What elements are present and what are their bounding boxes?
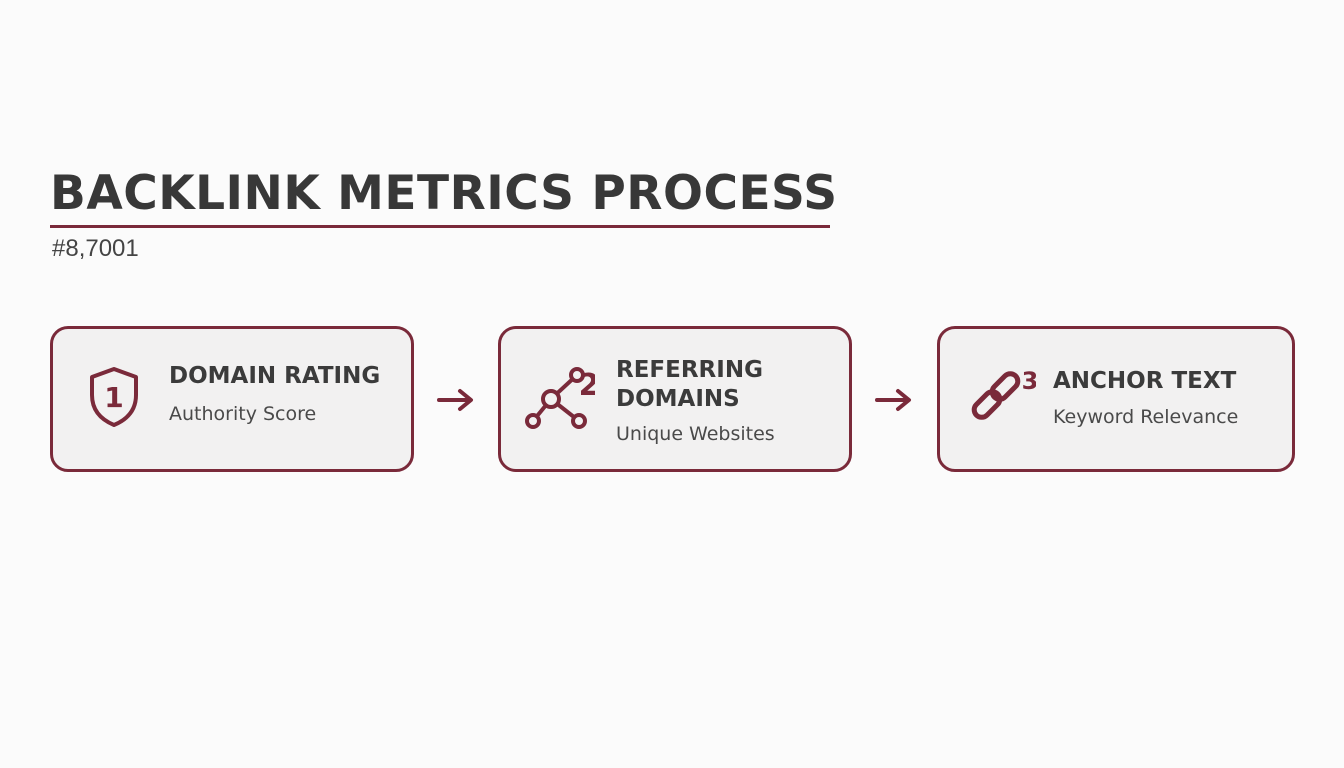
title-underline [50,225,830,228]
step-card-referring-domains: 2 REFERRING DOMAINS Unique Websites [498,326,852,472]
shield-number-icon: 1 [90,367,138,427]
arrow-right-icon [875,389,911,411]
step-badge: 3 [1022,367,1036,395]
step-subtitle: Authority Score [169,403,317,425]
step-subtitle: Unique Websites [616,423,775,445]
step-badge: 2 [579,368,595,403]
step-title: ANCHOR TEXT [1053,368,1237,394]
arrow-right-icon [437,389,473,411]
step-title: DOMAIN RATING [169,363,381,389]
diagram-subtitle: #8,7001 [52,235,139,262]
step-badge: 1 [104,381,123,414]
diagram-title: BACKLINK METRICS PROCESS [50,166,838,221]
step-title: REFERRING DOMAINS [616,357,763,412]
step-subtitle: Keyword Relevance [1053,406,1239,428]
step-card-anchor-text: 3 ANCHOR TEXT Keyword Relevance [937,326,1295,472]
step-card-domain-rating: 1 DOMAIN RATING Authority Score [50,326,414,472]
chain-link-icon: 3 [971,367,1036,420]
network-nodes-icon: 2 [525,367,595,429]
